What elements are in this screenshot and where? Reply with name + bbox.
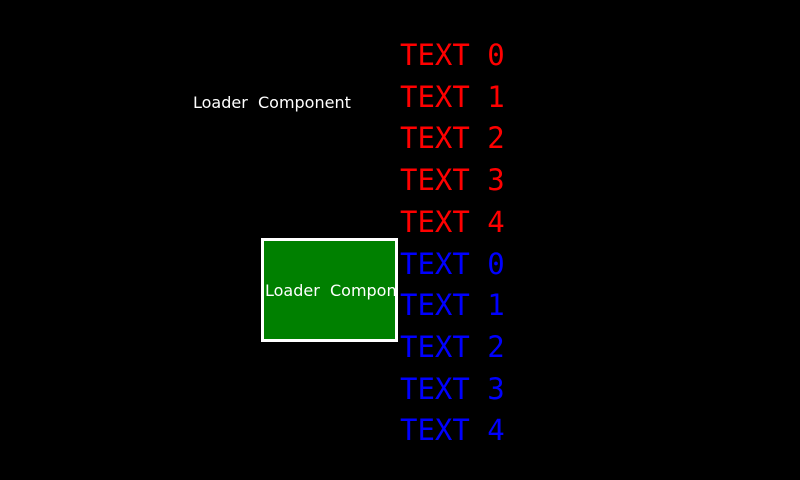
list-item[interactable]: TEXT 3 bbox=[400, 163, 505, 198]
list-item[interactable]: TEXT 2 bbox=[400, 329, 505, 364]
loaded-component-box[interactable]: Loader Component bbox=[261, 238, 398, 342]
loaded-component-box-label: Loader Component bbox=[265, 280, 397, 300]
loader-component-label: Loader Component bbox=[193, 93, 351, 112]
list-item[interactable]: TEXT 3 bbox=[400, 371, 505, 406]
list-item[interactable]: TEXT 0 bbox=[400, 246, 505, 281]
list-item[interactable]: TEXT 0 bbox=[400, 38, 505, 72]
text-list: TEXT 0 TEXT 1 TEXT 2 TEXT 3 TEXT 4 TEXT … bbox=[400, 35, 505, 452]
list-item[interactable]: TEXT 4 bbox=[400, 204, 505, 239]
list-item[interactable]: TEXT 4 bbox=[400, 413, 505, 448]
list-item[interactable]: TEXT 1 bbox=[400, 288, 505, 323]
list-item[interactable]: TEXT 1 bbox=[400, 79, 505, 114]
list-item[interactable]: TEXT 2 bbox=[400, 121, 505, 156]
